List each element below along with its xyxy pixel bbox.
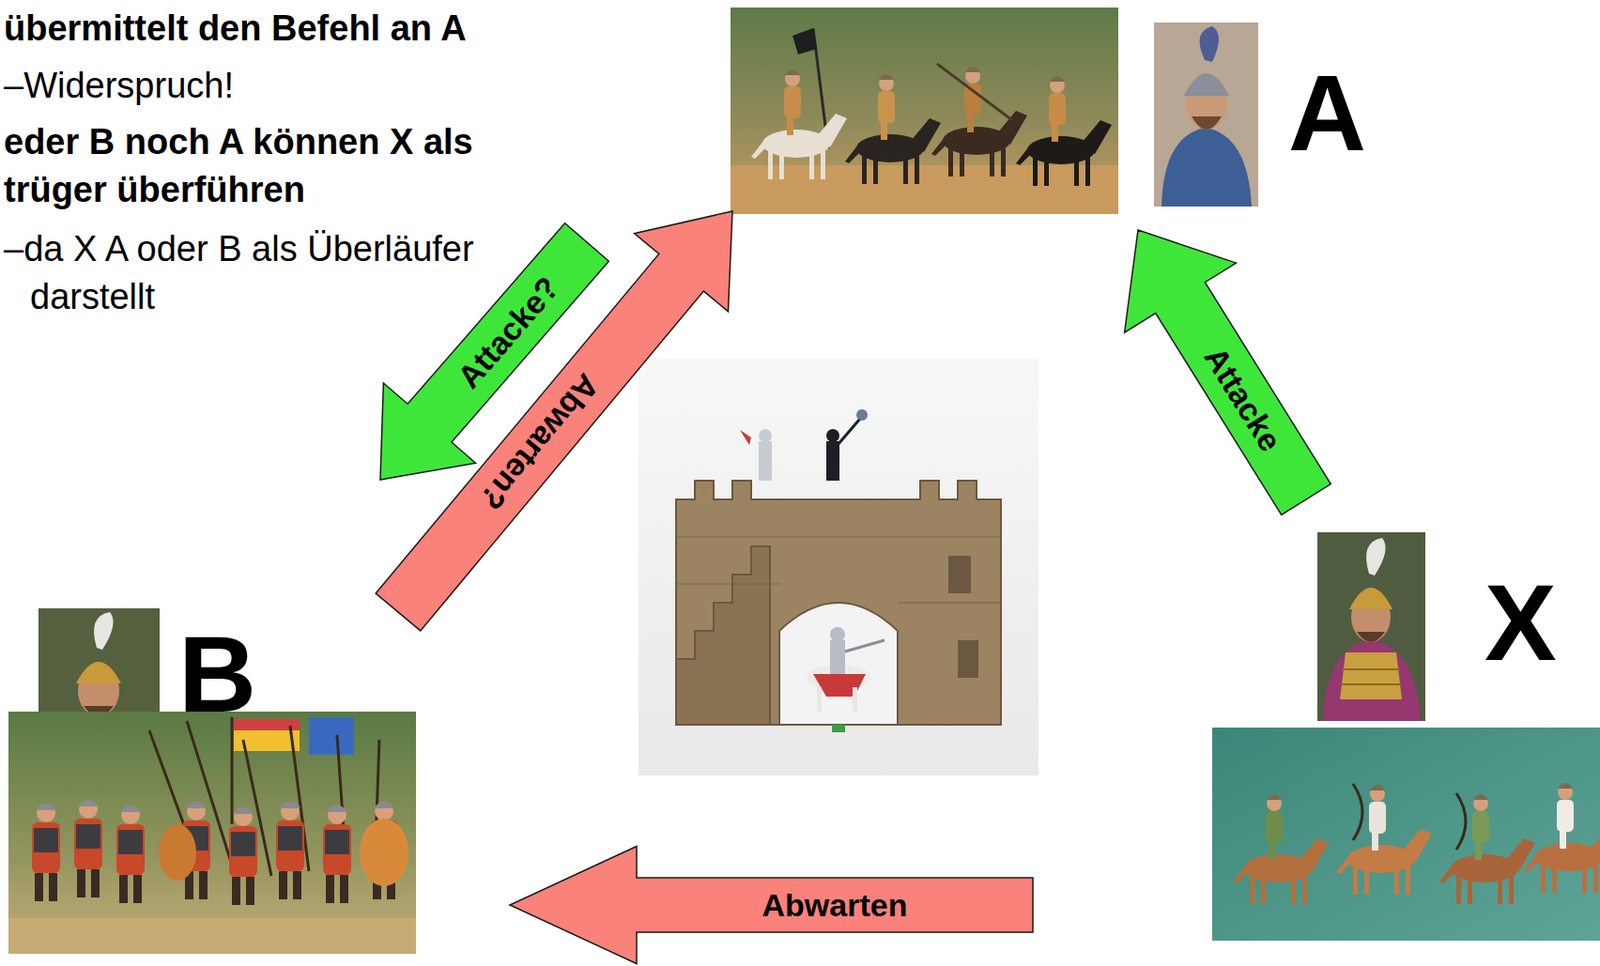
portrait-x-part [1323, 639, 1421, 722]
castle-gate [638, 358, 1039, 776]
castle-gate-part [826, 441, 840, 481]
castle-gate-part [676, 480, 1001, 725]
portrait-x-part [1366, 538, 1386, 576]
infantry-photo-b-part [31, 803, 61, 903]
infantry-photo-b-part [8, 711, 416, 954]
infantry-photo-b-part [276, 801, 305, 901]
castle-gate-part [638, 358, 1039, 776]
wait-arrow [509, 846, 1033, 965]
portrait-x-part [1317, 532, 1426, 722]
cavalry-photo-a-part [730, 165, 1119, 215]
castle-gate-part [676, 537, 1001, 603]
general-letter: A [1288, 59, 1367, 168]
castle-gate-part [845, 640, 885, 652]
attack-arrow [1124, 230, 1332, 515]
horse-archers-photo-x-part [1232, 838, 1329, 905]
portrait-b-part [76, 661, 122, 684]
castle-gate-part [676, 546, 770, 725]
cavalry-photo-a-part [751, 113, 847, 180]
infantry-photo-b-part [116, 805, 145, 905]
general-x: X [1212, 532, 1600, 941]
horse-archers-photo-x [1212, 727, 1600, 941]
general-a: A [730, 7, 1372, 215]
horse-archers-photo-x-part [1369, 784, 1386, 851]
note-text: eder B noch A können X als trüger überfü… [3, 118, 511, 215]
castle-gate-part-part [676, 537, 1001, 539]
castle-gate-part [830, 627, 846, 643]
infantry-photo-b [8, 711, 416, 954]
cavalry-photo-a-part [1015, 120, 1112, 186]
wait-arrow [375, 211, 733, 631]
cavalry-photo-a-part [1048, 76, 1066, 142]
castle-gate-part [948, 555, 971, 594]
horse-archers-photo-x-part [1265, 794, 1283, 861]
infantry-photo-b-part [308, 717, 354, 755]
general-b: B [8, 608, 416, 954]
castle-gate-part [758, 441, 772, 481]
castle-gate-part [852, 687, 858, 712]
horse-archers-photo-x-part [1472, 794, 1490, 861]
infantry-photo-b-part [229, 807, 258, 907]
note-text: übermittelt den Befehl an A [3, 4, 467, 53]
cavalry-photo-a-part [877, 74, 895, 140]
castle-gate-part [826, 429, 840, 443]
cavalry-photo-a-part [784, 69, 801, 136]
horse-archers-photo-x-part [1353, 784, 1363, 841]
note-text: –da X A oder B als Überläufer darstellt [3, 225, 594, 322]
horse-archers-photo-x-part [1556, 783, 1574, 849]
portrait-x-part [1341, 668, 1400, 671]
portrait-x-part [1340, 683, 1401, 686]
infantry-photo-b-part [74, 800, 103, 899]
castle-gate-part-part [897, 602, 1001, 604]
castle-gate-part [758, 429, 772, 443]
horse-archers-photo-x-part [1336, 829, 1432, 895]
horse-archers-photo-x-part [1439, 838, 1536, 905]
portrait-a [1153, 22, 1259, 207]
infantry-photo-b-part [230, 717, 234, 825]
infantry-photo-b-part [158, 824, 197, 881]
castle-gate-part [856, 409, 868, 421]
castle-gate-part [837, 418, 861, 446]
portrait-a-part [1153, 22, 1259, 207]
general-letter: X [1484, 569, 1557, 677]
castle-gate-part [779, 602, 898, 725]
castle-gate-part [957, 640, 979, 678]
castle-gate-part [831, 724, 846, 733]
arrow-label: Abwarten [762, 889, 908, 922]
castle-gate-part-part [676, 584, 780, 585]
cavalry-photo-a [730, 7, 1119, 215]
portrait-x-part [1339, 652, 1402, 700]
cavalry-photo-a-part [931, 110, 1028, 177]
portrait-x-part [1356, 631, 1385, 643]
cavalry-photo-a-part [730, 7, 1119, 215]
infantry-photo-b-part [8, 918, 416, 954]
infantry-photo-b-part [359, 818, 409, 887]
portrait-b-part [93, 612, 114, 650]
portrait-x [1317, 532, 1426, 722]
portrait-a-part [1200, 26, 1219, 62]
infantry-photo-b-part [323, 805, 352, 905]
cavalry-photo-a-part [792, 28, 817, 55]
cavalry-photo-a-part [937, 63, 1013, 121]
note-text: –Widerspruch! [3, 61, 234, 110]
cavalry-photo-a-part [964, 66, 982, 133]
general-letter: B [178, 620, 257, 729]
portrait-a-part [1184, 73, 1230, 96]
castle-gate-part [739, 430, 752, 446]
castle-gate-part [816, 687, 822, 712]
portrait-a-part [1161, 127, 1252, 207]
horse-archers-photo-x-part [1456, 793, 1466, 850]
portrait-x-part [1349, 587, 1393, 610]
castle-gate-part [830, 640, 846, 675]
portrait-a-part [1191, 116, 1222, 130]
horse-archers-photo-x-part [1212, 727, 1600, 941]
cavalry-photo-a-part [845, 118, 941, 185]
